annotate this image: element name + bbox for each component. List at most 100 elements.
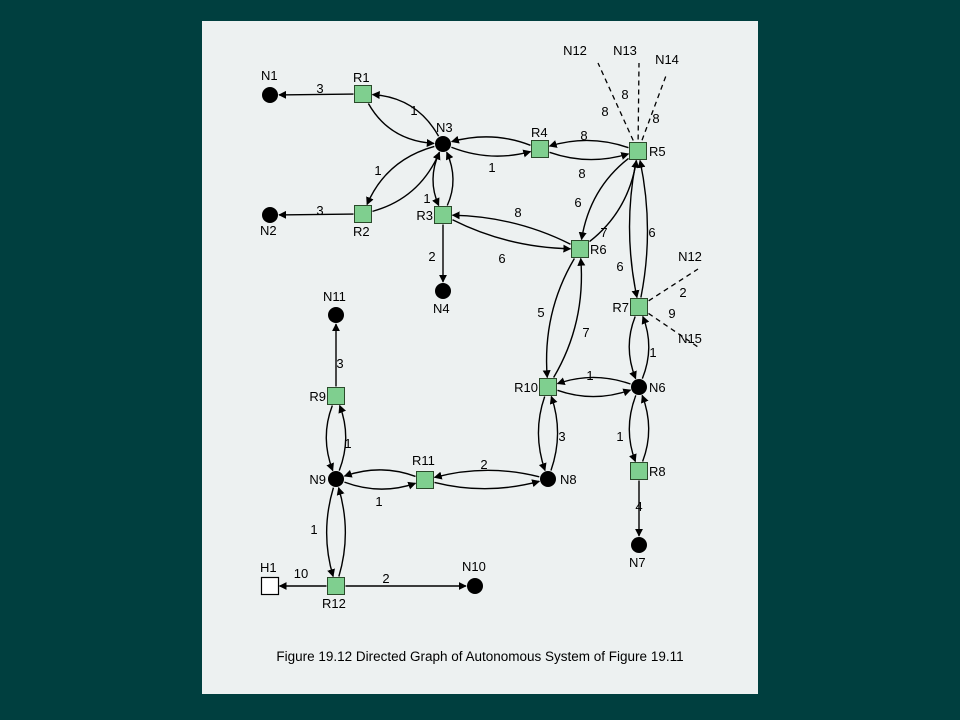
edges-layer [278,90,650,590]
router-node-r2 [354,205,372,223]
edge-cost-r7-r5: 6 [616,259,623,274]
edge-n9-to-r9 [338,404,347,471]
edge-cost-r6-r3: 6 [498,251,505,266]
figure-caption: Figure 19.12 Directed Graph of Autonomou… [276,649,684,664]
router-node-r12 [327,577,345,595]
external-link-n15 [648,312,699,348]
node-label-n7: N7 [629,555,646,570]
edge-r11-to-n9 [343,469,416,478]
edge-cost-r8-n7: 4 [635,499,642,514]
edge-cost-r11-n9: 1 [375,494,382,509]
node-label-n1: N1 [261,68,278,83]
network-node-n3 [435,136,451,152]
edge-cost-r3-r6: 8 [514,205,521,220]
edge-cost-r2-n3: 1 [374,163,381,178]
external-link-n13 [637,62,640,140]
edge-n6-to-r8 [628,395,637,463]
network-node-n7 [631,537,647,553]
edge-n6-to-r7 [641,315,650,379]
network-node-n4 [435,283,451,299]
nodes-layer [260,85,648,596]
edge-cost-r10-r6: 5 [537,305,544,320]
node-label-r2: R2 [353,224,370,239]
router-node-r3 [434,206,452,224]
edge-cost-r6-r5: 6 [574,195,581,210]
edge-cost-r5-r7: 6 [648,225,655,240]
edge-r10-to-n6 [557,388,632,398]
edge-cost-r5-r4: 8 [578,166,585,181]
edge-cost-n3-r3: 1 [423,191,430,206]
edge-cost-r12-n9: 1 [310,522,317,537]
edge-n6-to-r10 [556,376,631,386]
node-label-r8: R8 [649,464,666,479]
network-node-n1 [262,87,278,103]
edge-r3-to-n3 [446,151,454,206]
edge-r6-to-r10 [542,258,575,379]
external-network-label-n13: N13 [613,43,637,58]
router-node-r9 [327,387,345,405]
external-link-cost-n13: 8 [621,87,628,102]
node-label-r1: R1 [353,70,370,85]
edge-r1-to-n3 [367,103,435,147]
edge-cost-r12-h1: 10 [294,566,308,581]
edge-cost-r10-n6: 1 [586,368,593,383]
edge-r5-to-r4 [548,139,629,149]
edge-r4-to-r5 [549,151,630,161]
external-link-cost-n15: 9 [668,306,675,321]
external-network-label-n15: N15 [678,331,702,346]
edge-r11-to-n8 [434,479,541,490]
node-label-h1: H1 [260,560,277,575]
edge-cost-r1-n1: 3 [316,81,323,96]
edge-cost-r9-n11: 3 [336,356,343,371]
external-link-cost-n14: 8 [652,111,659,126]
network-node-n11 [328,307,344,323]
host-node-h1 [260,576,280,596]
edge-r5-to-r6 [578,157,629,241]
edge-cost-r6-r10: 7 [582,325,589,340]
edge-cost-r3-n4: 2 [428,249,435,264]
edge-r10-to-n8 [537,396,547,472]
edge-cost-r7-n6: 1 [649,345,656,360]
node-label-n2: N2 [260,223,277,238]
node-label-r5: R5 [649,144,666,159]
edge-r12-to-n9 [336,486,347,577]
edge-cost-r11-n8: 2 [480,457,487,472]
node-label-n10: N10 [462,559,486,574]
node-label-n9: N9 [309,472,326,487]
edge-n8-to-r10 [549,395,559,471]
node-label-r11: R11 [412,453,435,468]
edge-r3-to-r6 [452,219,572,253]
external-links-layer [597,62,699,348]
edge-n9-to-r12 [325,487,335,578]
node-label-r4: R4 [531,125,548,140]
router-node-r8 [630,462,648,480]
edge-cost-r12-n10: 2 [382,571,389,586]
external-link-cost-n12: 2 [679,285,686,300]
node-label-r10: R10 [514,380,538,395]
router-node-r6 [571,240,589,258]
node-label-r9: R9 [309,389,326,404]
node-label-r12: R12 [322,596,346,611]
edge-cost-r2-n2: 3 [316,203,323,218]
external-network-label-n12: N12 [563,43,587,58]
edge-r6-to-r3 [451,211,571,245]
edge-cost-r10-n8: 3 [558,429,565,444]
node-label-n3: N3 [436,120,453,135]
edge-r7-to-r5 [637,159,649,298]
network-node-n9 [328,471,344,487]
edge-r2-to-n2 [278,210,354,219]
edge-n3-to-r4 [451,146,532,158]
edge-r1-to-n1 [278,90,354,99]
router-node-r4 [531,140,549,158]
node-label-n6: N6 [649,380,666,395]
external-link-cost-n12: 8 [601,104,608,119]
edge-cost-r1-n3: 1 [410,103,417,118]
edge-r4-to-n3 [450,135,531,146]
network-node-n6 [631,379,647,395]
router-node-r11 [416,471,434,489]
node-label-n8: N8 [560,472,577,487]
node-label-n4: N4 [433,301,450,316]
edge-cost-r4-r5: 8 [580,128,587,143]
